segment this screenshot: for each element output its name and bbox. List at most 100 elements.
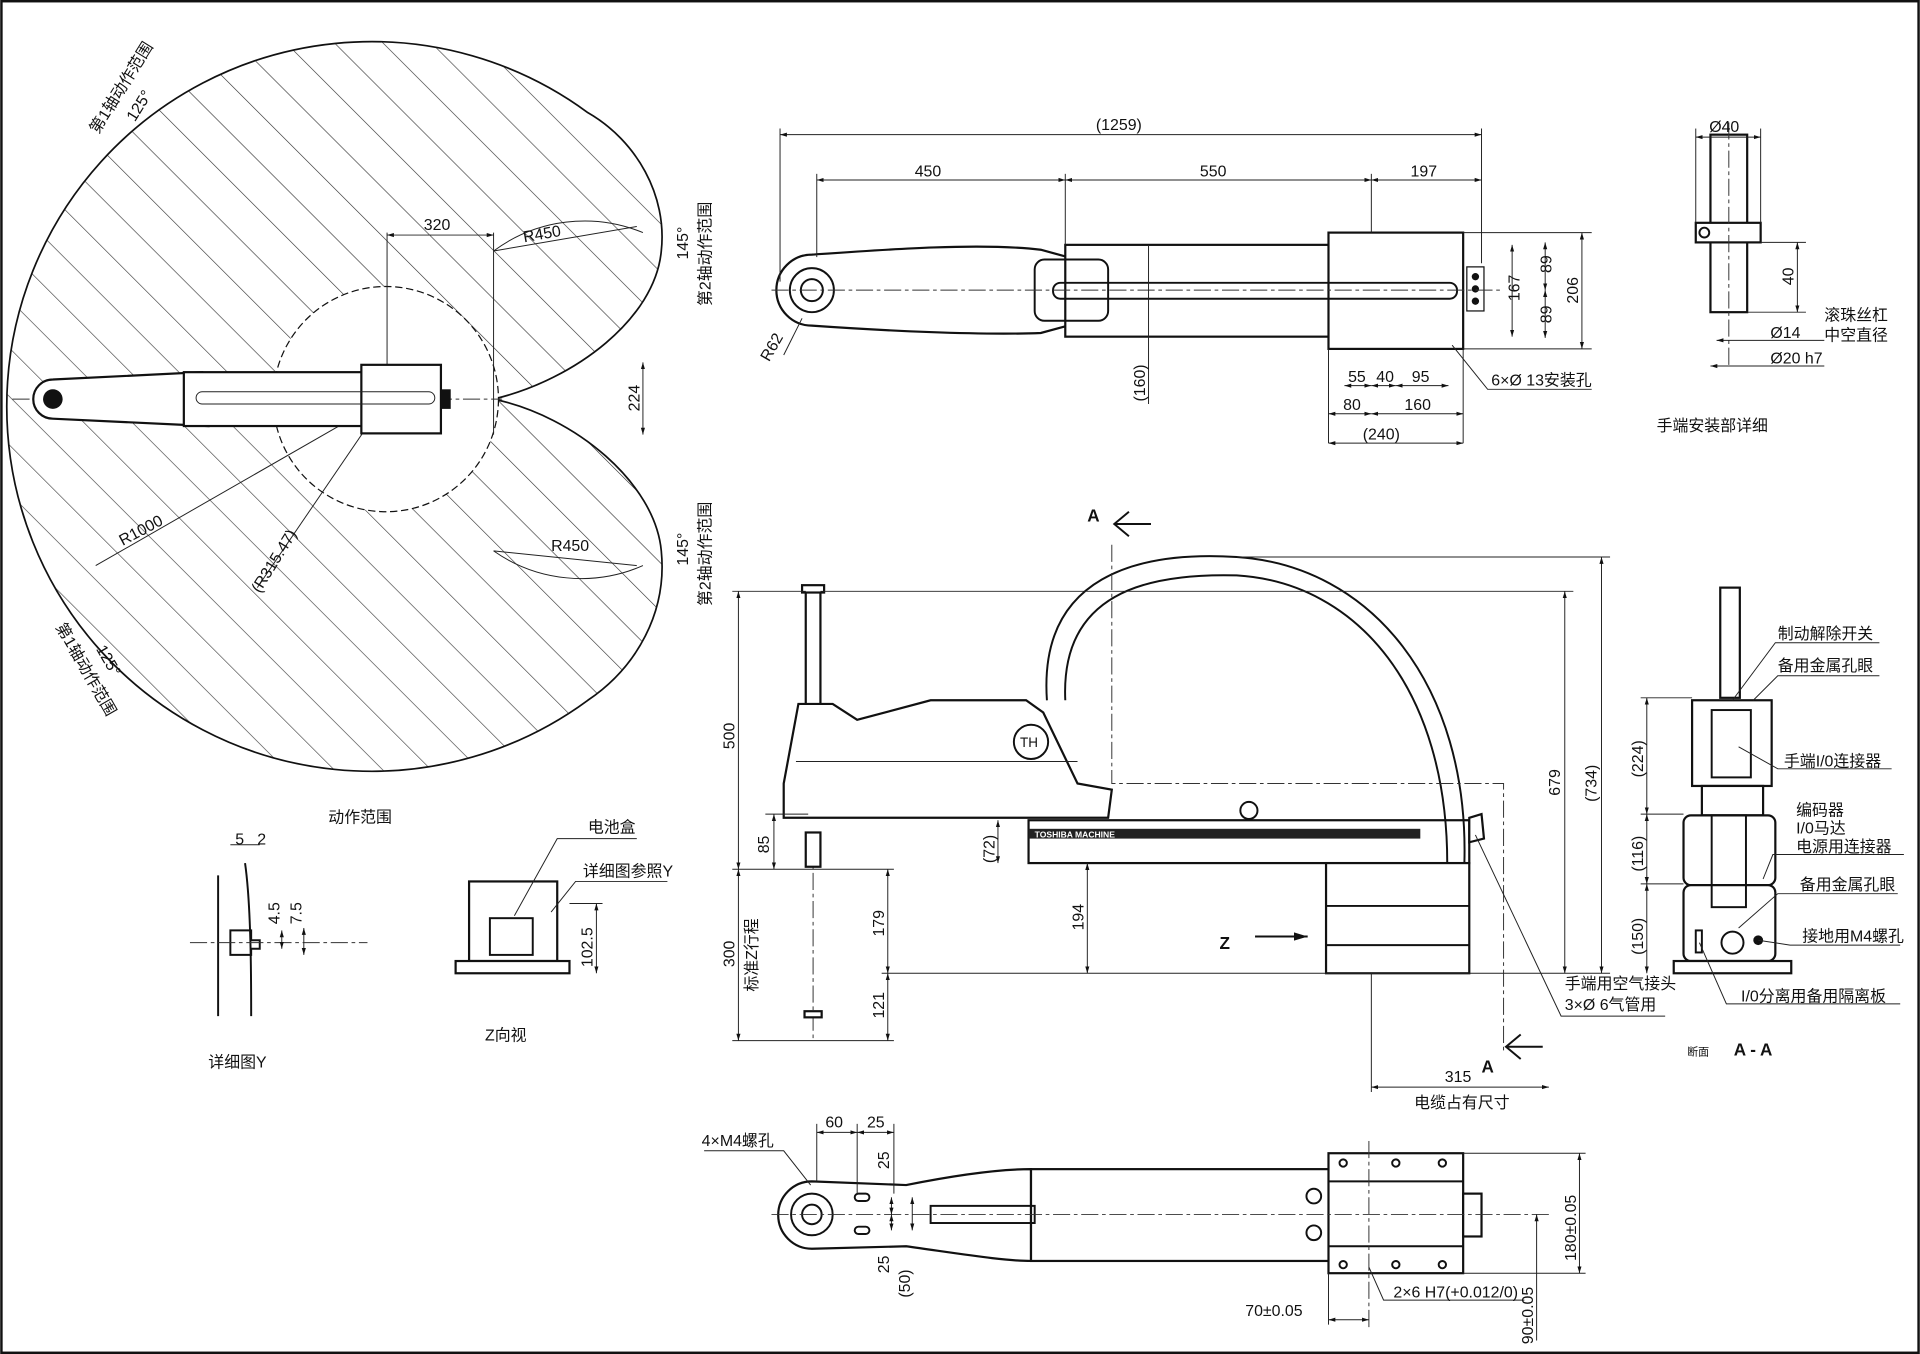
axis2-angle-label-bottom: 145° <box>675 533 692 566</box>
logo-text: TOSHIBA MACHINE <box>1035 829 1116 839</box>
dim-89a: 89 <box>1538 255 1555 273</box>
drawing-line <box>1752 675 1880 701</box>
r450-bottom: R450 <box>551 538 589 555</box>
mount-boss <box>1305 1224 1323 1242</box>
dim-60: 60 <box>825 1115 843 1132</box>
detail-y: 5 2 4.5 7.5 详细图Y <box>189 832 368 1072</box>
hole <box>1437 1259 1447 1270</box>
top-view: (1259) 450 550 197 R62 (160) 55 40 95 80… <box>758 117 1592 446</box>
motion-range-view: 第1轴动作范围 125° 第1轴动作范围 125° 第2轴动作范围 145° 第… <box>5 39 714 827</box>
section-a-top-label: A <box>1087 506 1099 526</box>
hole <box>1391 1259 1401 1270</box>
drawing-line <box>1738 746 1892 770</box>
dim-194: 194 <box>1071 904 1088 931</box>
brake-switch-label: 制动解除开关 <box>1778 625 1874 643</box>
dim-total: (1259) <box>1096 117 1142 134</box>
dim-40-detail: 40 <box>1781 267 1798 285</box>
cable-inner <box>1064 574 1449 864</box>
io-separator-label: I/0分离用备用隔离板 <box>1741 987 1886 1005</box>
stroke-mark <box>803 1010 823 1019</box>
m4-hole <box>853 1225 871 1236</box>
battery-cover <box>488 917 534 956</box>
z-view-title: Z向视 <box>485 1027 527 1045</box>
axis2-range-label: 第2轴动作范围 <box>696 202 714 306</box>
connector-plate <box>1710 814 1747 909</box>
arm2-side <box>1027 819 1471 865</box>
hand-io-panel <box>1710 709 1752 779</box>
r62: R62 <box>758 330 787 364</box>
dia14: Ø14 <box>1770 325 1800 342</box>
ball-screw-label: 滚珠丝杠 <box>1824 307 1888 325</box>
drawing-shape <box>229 929 261 956</box>
battery-box <box>467 880 559 963</box>
dim-206: 206 <box>1565 277 1582 304</box>
upper-housing <box>1690 699 1773 788</box>
base <box>1327 231 1465 351</box>
drawing-line <box>1738 893 1898 929</box>
axis2-angle-label: 145° <box>675 227 692 260</box>
shaft <box>1719 586 1741 699</box>
z-shaft-top <box>804 590 822 709</box>
arm2-bottom <box>1029 1168 1333 1263</box>
hollow-dia-label: 中空直径 <box>1824 326 1888 344</box>
z-view-label: Z <box>1220 933 1230 953</box>
m4-hole <box>853 1192 871 1202</box>
dim-116p: (116) <box>1630 836 1647 872</box>
drawing-line <box>1698 942 1901 1005</box>
base-foot <box>454 959 571 975</box>
io-motor-label: I/0马达 <box>1796 820 1846 838</box>
neck <box>1700 784 1765 817</box>
dim-224: 224 <box>626 385 643 412</box>
drawing-line <box>1732 642 1880 701</box>
dim-167: 167 <box>1506 274 1523 301</box>
spare-eyelet-bottom-label: 备用金属孔眼 <box>1800 876 1896 894</box>
mount-holes-label: 6×Ø 13安装孔 <box>1491 372 1591 390</box>
section-line <box>1111 544 1505 1053</box>
dim-197: 197 <box>1411 163 1438 180</box>
cable-outer <box>1045 555 1466 864</box>
section-word: 断面 <box>1687 1044 1709 1058</box>
range-title: 动作范围 <box>328 809 392 827</box>
dim-4-5: 4.5 <box>266 902 283 924</box>
section-dims <box>1640 642 1904 1005</box>
bottom-view: 4×M4螺孔 60 25 25 25 (50) 180±0.05 90±0.05… <box>702 1115 1586 1344</box>
z-shaft-bottom <box>804 831 822 868</box>
mount-boss <box>1305 1187 1323 1205</box>
lower-housing <box>1682 884 1777 963</box>
dim-240p: (240) <box>1363 426 1400 443</box>
dim-160: 160 <box>1404 397 1431 414</box>
section-a-bottom-label: A <box>1482 1056 1494 1076</box>
dim-72p: (72) <box>981 835 998 863</box>
badge-text: TH <box>1020 735 1038 750</box>
dim-550: 550 <box>1200 163 1227 180</box>
see-detail-y-label: 详细图参照Y <box>583 863 674 881</box>
bottom-dims <box>704 1123 1586 1341</box>
arm-tip <box>43 389 63 409</box>
drawing-line <box>704 1150 812 1186</box>
dim-95: 95 <box>1412 369 1430 386</box>
dim-85: 85 <box>756 835 773 853</box>
arm1-cover <box>782 699 1114 819</box>
dim-80: 80 <box>1343 397 1361 414</box>
dim-450: 450 <box>915 163 942 180</box>
arm1-top <box>32 371 210 428</box>
clamp-hole <box>1698 226 1711 239</box>
air-joint-label: 手端用空气接头 <box>1565 975 1676 993</box>
pin-holes-label: 2×6 H7(+0.012/0) <box>1393 1285 1518 1302</box>
dim-40: 40 <box>1376 369 1394 386</box>
drawing-shape <box>244 862 253 1017</box>
side-view: TH TOSHIBA MACHINE <box>722 506 1676 1112</box>
dim-180: 180±0.05 <box>1563 1195 1580 1261</box>
dia20: Ø20 h7 <box>1770 351 1822 368</box>
drawing-line <box>1112 510 1130 537</box>
dim-150p: (150) <box>1630 918 1647 955</box>
hand-mount-title: 手端安装部详细 <box>1657 417 1768 435</box>
dim-300: 300 <box>722 940 739 967</box>
drawing-line <box>1504 1033 1522 1060</box>
hole <box>1338 1158 1348 1168</box>
air-joint <box>1468 812 1486 844</box>
dim-55: 55 <box>1348 369 1366 386</box>
r450-top-line <box>493 226 637 252</box>
